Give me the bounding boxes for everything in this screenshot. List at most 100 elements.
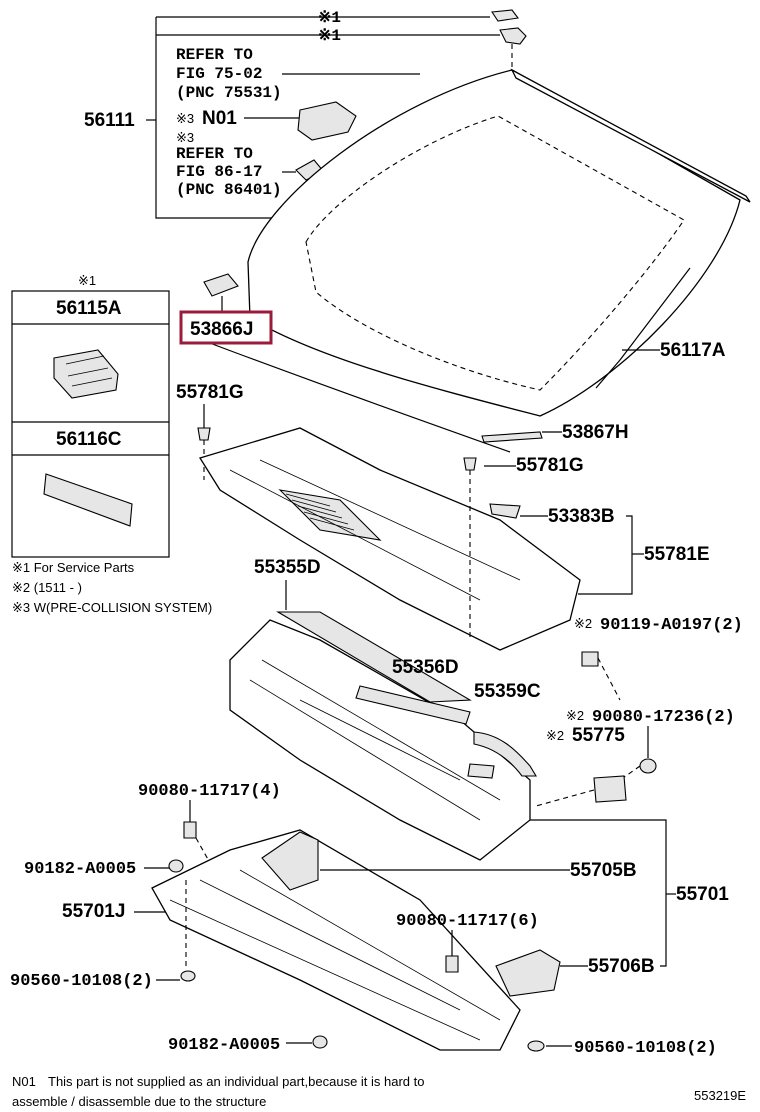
clip-55781g (197, 427, 211, 441)
part-number-label: 53867H (562, 422, 629, 443)
legend: ※1 For Service Parts ※2 (1511 - ) ※3 W(P… (12, 560, 212, 615)
top-reference-group: ※1 ※1 REFER TO FIG 75-02 (PNC 75531) 561… (84, 9, 527, 219)
bracket-55706b (495, 949, 561, 997)
part-number-highlighted: 53866J (190, 319, 253, 340)
bracket-part-n01 (297, 101, 357, 141)
footnote: N01 This part is not supplied as an indi… (12, 1074, 746, 1109)
bolt-90119 (581, 651, 599, 667)
note-mark: ※1 (318, 9, 341, 27)
lower-cowl-group: 90080-11717(4) 90182-A0005 55701J 55705B… (10, 782, 729, 1058)
refer-text: REFER TO (176, 145, 253, 163)
highlighted-part-53866J: 53866J (179, 273, 273, 345)
bracket-55701 (530, 819, 667, 967)
clip-part (491, 9, 519, 22)
part-number-label: 55359C (474, 681, 541, 702)
seal-55356d (355, 685, 471, 725)
refer-text: (PNC 86401) (176, 181, 282, 199)
part-number-label: 56115A (56, 298, 122, 319)
part-number-label: 90182-A0005 (168, 1036, 280, 1055)
cowl-top-group: 55781G 55781G 53867H 53383B 55781E (176, 382, 710, 651)
part-number-label: 90560-10108(2) (10, 972, 153, 991)
side-molding-line (595, 267, 691, 389)
seal-53867h (481, 431, 543, 443)
part-number-label: 56111 (84, 110, 135, 131)
lower-molding-line (185, 333, 511, 453)
footnote-code: N01 (12, 1074, 36, 1089)
part-number-label: 90560-10108(2) (574, 1039, 717, 1058)
seal-block (467, 763, 495, 779)
cowl-detail-lines (169, 869, 501, 1041)
bolt-90080-11717 (183, 821, 197, 839)
service-box-frame (11, 290, 170, 558)
seal-53383b (489, 503, 521, 519)
dashed-guide (597, 657, 621, 701)
windshield-glass (247, 69, 741, 417)
grille-lines (285, 493, 355, 531)
diagram-id: 553219E (694, 1088, 746, 1103)
part-number-label: 53383B (548, 506, 615, 527)
note-mark: ※2 (574, 616, 592, 631)
part-number-label: 55701J (62, 901, 125, 922)
part-number-label: 55781G (176, 382, 244, 403)
note-mark: ※3 (176, 130, 194, 145)
cowl-edge-lines (229, 459, 521, 601)
stopper-part (203, 273, 239, 297)
part-number-label: 55775 (572, 725, 625, 746)
pad-56116c (43, 473, 133, 527)
part-number-label: 55356D (392, 657, 459, 678)
refer-text: REFER TO (176, 46, 253, 64)
nut-90182 (168, 859, 184, 873)
footnote-text: assemble / disassemble due to the struct… (12, 1094, 266, 1109)
bolt-90080-11717-6 (445, 955, 459, 973)
part-number-label: 56117A (660, 340, 726, 361)
part-number-label: 55781G (516, 455, 584, 476)
windshield-top-molding (510, 68, 751, 203)
legend-line: ※1 For Service Parts (12, 560, 135, 575)
clip-90560 (180, 970, 196, 982)
dash-panel-group: 55355D 55356D 55359C ※2 90119-A0197(2) ※… (229, 557, 743, 861)
note-mark: ※3 (176, 111, 194, 126)
service-parts-box: ※1 56115A 56116C (11, 273, 170, 558)
windshield-group: 56117A (185, 68, 751, 453)
part-number-label: 90119-A0197(2) (600, 616, 743, 635)
part-number-label: 55781E (644, 544, 710, 565)
note-mark: ※2 (566, 708, 584, 723)
clip-55781g-right (463, 457, 477, 471)
part-number-label: 90080-11717(4) (138, 782, 281, 801)
nut-90182-bottom (312, 1035, 328, 1049)
part-number-label: 55701 (676, 884, 729, 905)
panel-detail-lines (249, 659, 501, 821)
bracket-55781e (578, 515, 633, 595)
dashed-guide (535, 789, 595, 807)
note-mark: ※1 (78, 273, 96, 288)
part-number-label: 55706B (588, 956, 655, 977)
seal-strip (275, 611, 472, 703)
footnote-text: This part is not supplied as an individu… (48, 1074, 425, 1089)
part-number-label: 90080-17236(2) (592, 708, 735, 727)
part-number-label: 55355D (254, 557, 321, 578)
part-code-n01: N01 (202, 108, 237, 129)
clip-detail (65, 355, 113, 387)
part-number-label: 56116C (56, 429, 122, 450)
highlight-box (179, 310, 273, 345)
clip-90560-right (527, 1040, 545, 1052)
bracket-55705b (261, 831, 319, 891)
note-mark: ※2 (546, 728, 564, 743)
part-number-label: 90080-11717(6) (396, 912, 539, 931)
seal-55359c (473, 731, 537, 777)
legend-line: ※3 W(PRE-COLLISION SYSTEM) (12, 600, 212, 615)
clip-part (499, 27, 527, 45)
refer-text: FIG 75-02 (176, 65, 262, 83)
note-mark: ※1 (318, 27, 341, 45)
refer-text: FIG 86-17 (176, 163, 262, 181)
part-number-label: 55705B (570, 860, 637, 881)
cowl-top-ventilator-louver (198, 427, 581, 651)
legend-line: ※2 (1511 - ) (12, 580, 82, 595)
refer-text: (PNC 75531) (176, 84, 282, 102)
nut-90080-17236 (639, 758, 657, 774)
clip-56115a (53, 349, 119, 399)
part-number-label: 90182-A0005 (24, 860, 136, 879)
bracket-55775 (593, 775, 627, 803)
lower-cowl-panel (151, 829, 521, 1051)
